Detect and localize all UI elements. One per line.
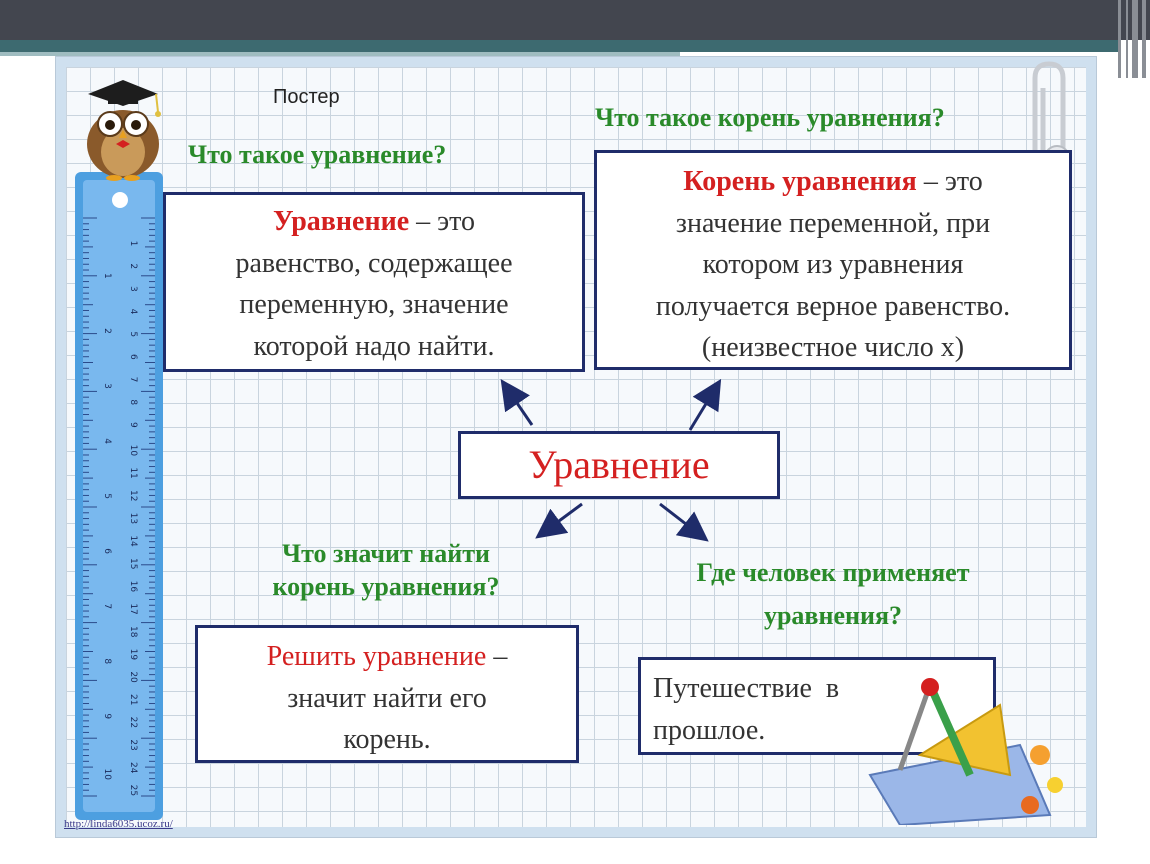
ruler-label: 14 <box>128 535 138 547</box>
definition-usage-line: Путешествие в <box>653 673 840 704</box>
ruler-label: 24 <box>128 762 138 774</box>
ruler-label: 3 <box>128 286 138 292</box>
ruler-label: 18 <box>128 626 138 638</box>
ruler-label: 2 <box>128 263 138 269</box>
ruler-label: 4 <box>128 309 138 315</box>
definition-solve-line: значит найти его <box>287 682 487 714</box>
ruler-label: 9 <box>128 422 138 428</box>
definition-root-line: получается верное равенство. <box>655 290 1011 322</box>
top-bar <box>0 0 1150 40</box>
ruler-label: 5 <box>128 331 138 337</box>
ruler-cm-label: 6 <box>102 548 112 554</box>
definition-root-line: котором из уравнения <box>702 249 964 281</box>
top-stripe <box>0 40 1120 52</box>
ruler-label: 8 <box>128 399 138 405</box>
question-find-root-line1: Что значит найти <box>281 539 491 568</box>
ruler-cm-label: 4 <box>102 438 112 444</box>
geometry-tools-icon <box>868 678 1063 825</box>
top-stripe-light <box>0 52 680 56</box>
definition-solve-box: Решить уравнение – значит найти его коре… <box>195 625 579 763</box>
question-where-used-line1: Где человек применяет <box>696 558 970 587</box>
definition-solve-line: корень. <box>343 724 431 756</box>
owl-icon <box>87 80 161 181</box>
definition-equation-term: Уравнение <box>272 206 410 237</box>
ruler-cm-label: 3 <box>102 383 112 389</box>
question-what-is-root: Что такое корень уравнения? <box>595 103 945 132</box>
ruler-cm-label: 2 <box>102 328 112 334</box>
ruler-label: 23 <box>128 739 138 750</box>
arrow-to-usage <box>659 502 709 542</box>
ruler-label: 10 <box>128 445 138 457</box>
definition-root-first-line: Корень уравнения – это <box>597 165 1069 199</box>
question-find-root-line2: корень уравнения? <box>272 571 500 601</box>
ruler-label: 16 <box>128 581 138 593</box>
ruler-label: 15 <box>128 558 138 569</box>
source-url: http://linda6035.ucoz.ru/ <box>64 818 173 830</box>
question-where-used-line2: уравнения? <box>763 600 903 630</box>
ruler-cm-label: 7 <box>102 603 112 609</box>
ruler-cm-label: 9 <box>102 713 112 719</box>
definition-solve-first-line: Решить уравнение – <box>198 640 576 674</box>
definition-equation-line: равенство, содержащее <box>235 247 513 279</box>
ruler-label: 21 <box>128 694 138 705</box>
definition-root-dash: – это <box>916 166 983 197</box>
ruler-label: 12 <box>128 490 138 501</box>
ruler-label: 17 <box>128 603 138 614</box>
arrow-to-root-definition <box>688 378 722 431</box>
ruler-label: 13 <box>128 513 138 524</box>
corner-bars <box>1114 0 1150 78</box>
definition-root-line: (неизвестное число х) <box>701 332 965 364</box>
ruler-cm-label: 1 <box>102 273 112 279</box>
definition-equation-box: Уравнение – это равенство, содержащее пе… <box>163 192 585 372</box>
question-where-used: Где человек применяет уравнения? <box>648 557 1018 632</box>
ruler-label: 20 <box>128 671 138 683</box>
ruler-label: 7 <box>128 377 138 383</box>
definition-equation-dash: – это <box>409 206 476 237</box>
definition-equation-first-line: Уравнение – это <box>166 205 582 239</box>
arrow-to-find-root <box>535 502 583 539</box>
definition-usage-line: прошлое. <box>653 714 766 746</box>
ruler-label: 1 <box>128 241 138 247</box>
poster-caption: Постер <box>273 86 340 108</box>
definition-root-line: значение переменной, при <box>675 207 991 239</box>
ruler-cm-label: 8 <box>102 658 112 664</box>
ruler-label: 19 <box>128 649 138 661</box>
ruler-label: 11 <box>128 467 138 478</box>
question-find-root: Что значит найти корень уравнения? <box>234 538 538 603</box>
ruler-label: 6 <box>128 354 138 360</box>
ruler-label: 25 <box>128 785 138 796</box>
definition-equation-line: которой надо найти. <box>253 330 495 362</box>
ruler-cm-label: 10 <box>102 768 112 780</box>
center-equation-node: Уравнение <box>458 431 780 499</box>
definition-root-box: Корень уравнения – это значение переменн… <box>594 150 1072 370</box>
arrow-to-equation-definition <box>500 379 534 426</box>
definition-solve-term: Решить уравнение <box>266 641 487 672</box>
ruler-label: 22 <box>128 717 138 728</box>
definition-equation-line: переменную, значение <box>239 289 509 321</box>
definition-root-term: Корень уравнения <box>683 166 917 197</box>
question-what-is-equation: Что такое уравнение? <box>188 140 447 169</box>
definition-solve-dash: – <box>486 641 508 672</box>
ruler-cm-label: 5 <box>102 493 112 499</box>
